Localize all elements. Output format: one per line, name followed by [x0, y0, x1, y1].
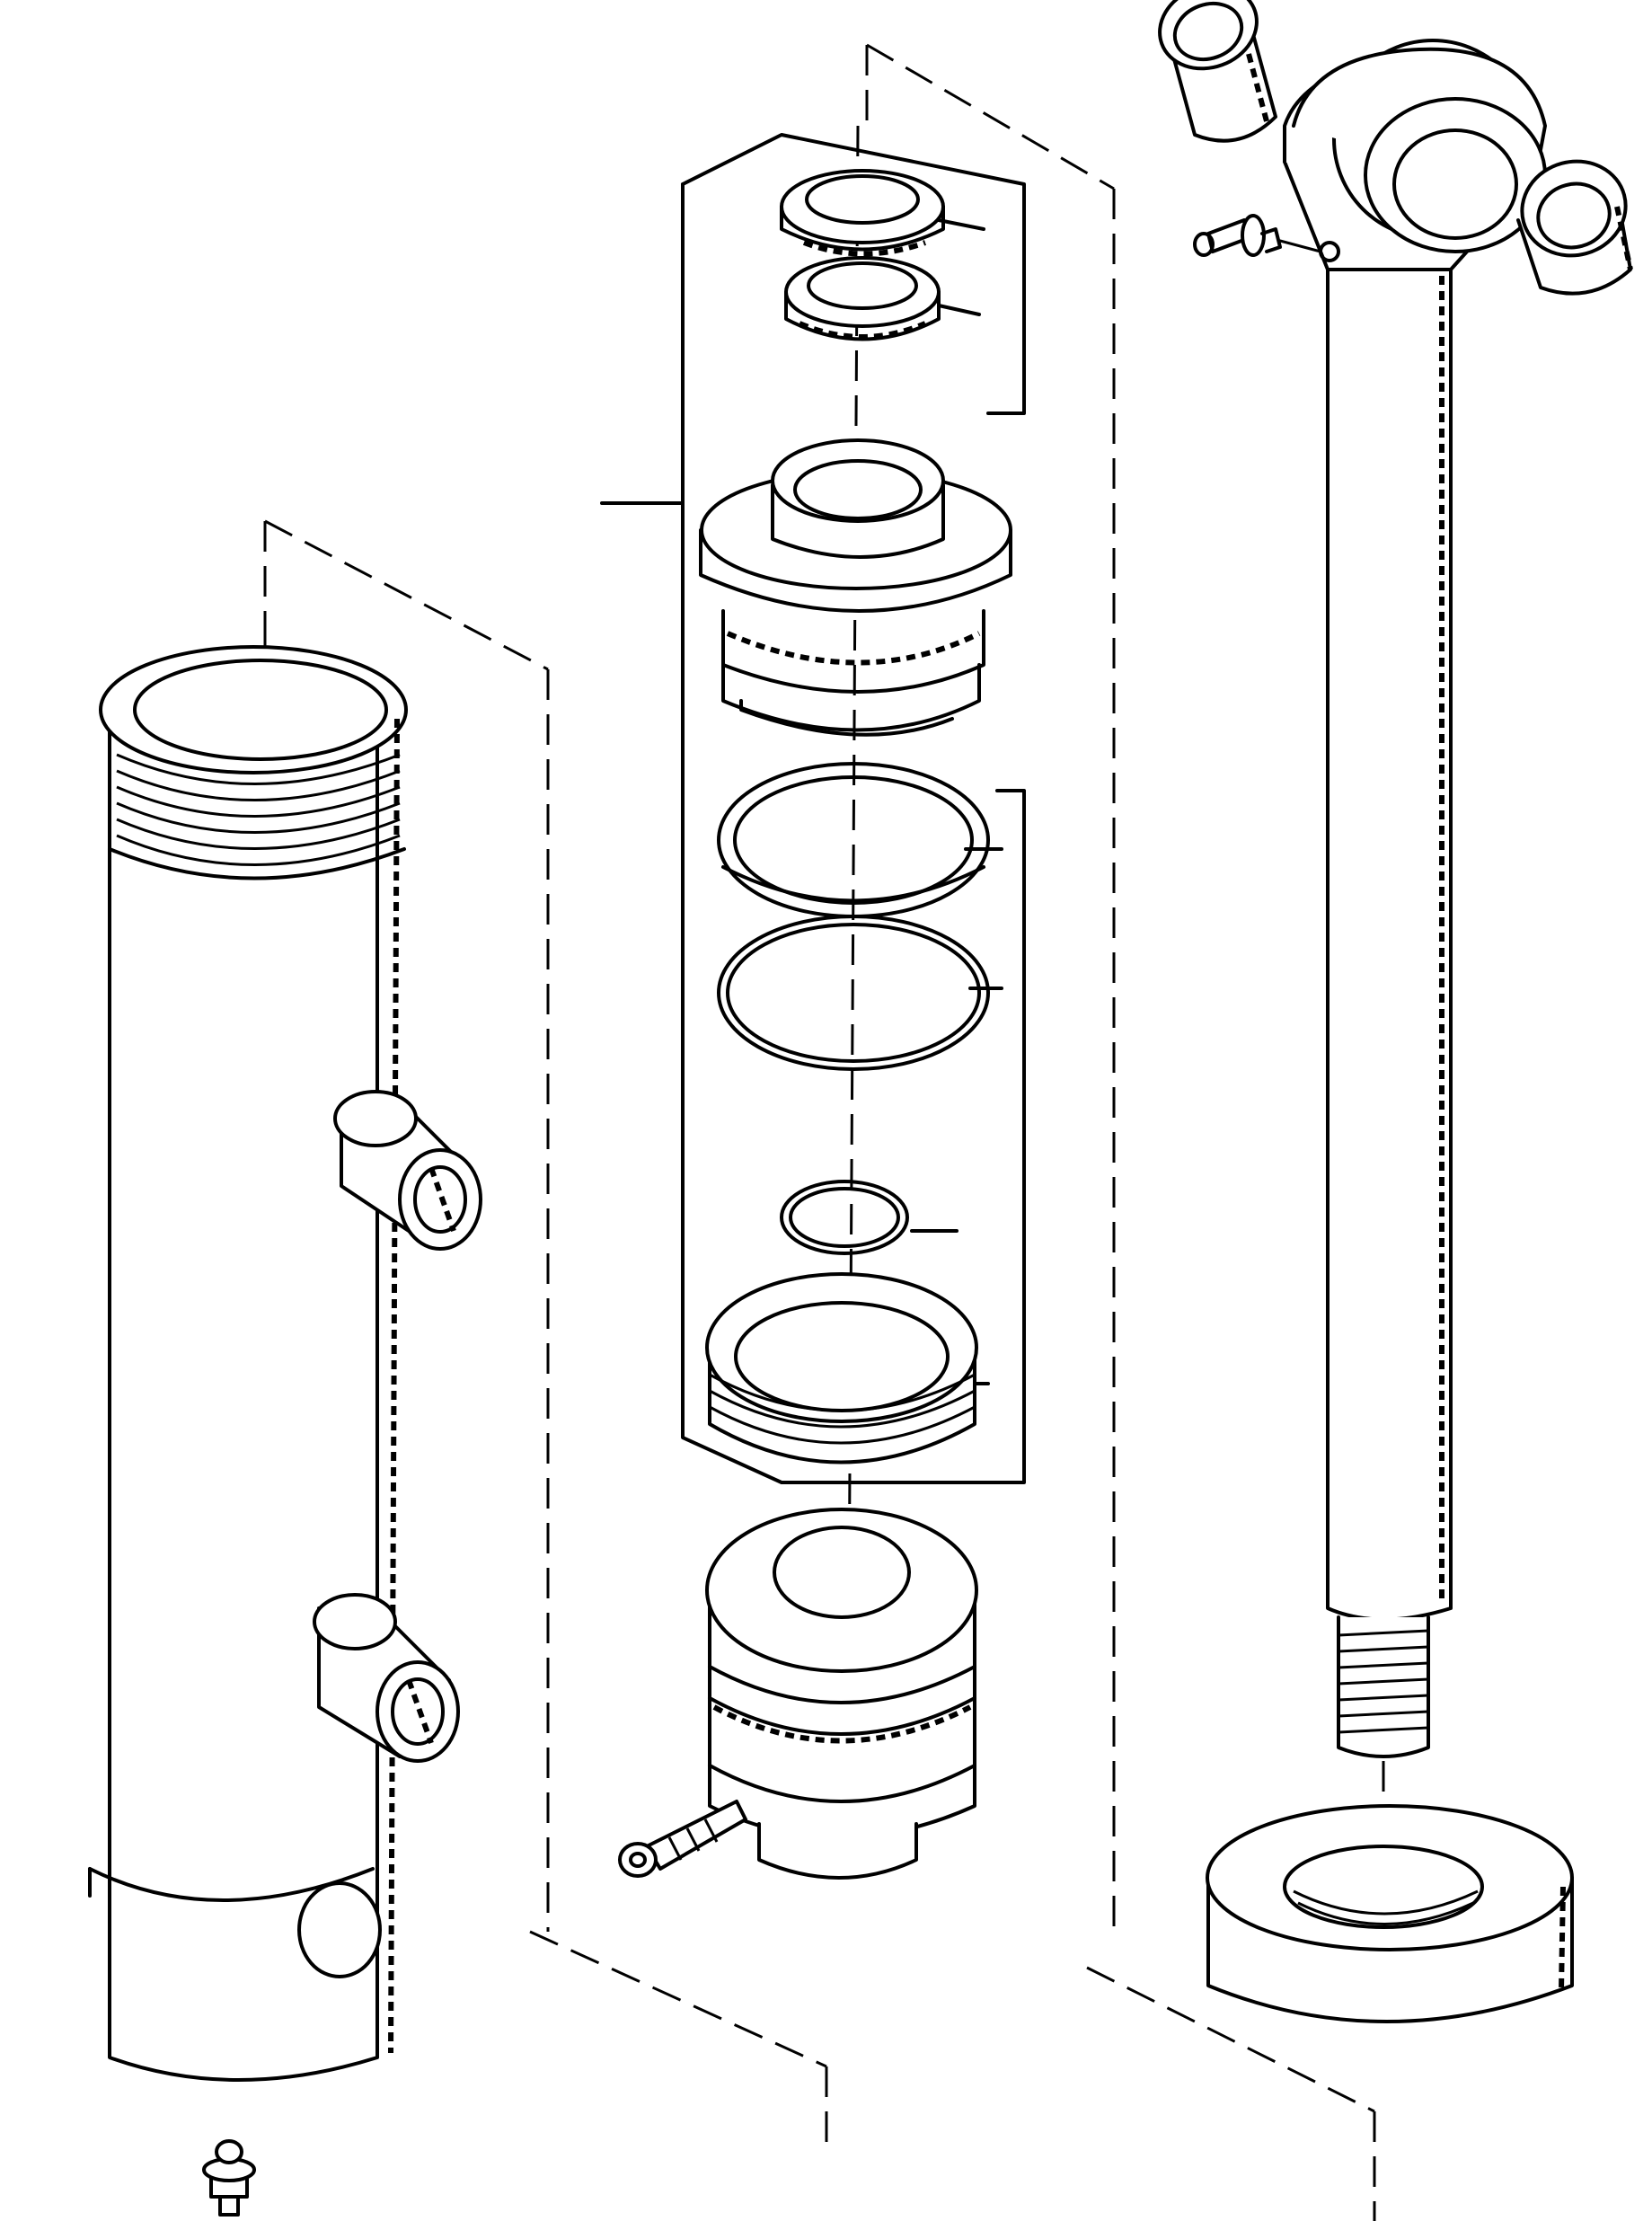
rod-seal-icon: [784, 256, 941, 341]
o-ring-small-icon: [780, 1180, 909, 1255]
barrel-port-top: [333, 1090, 482, 1251]
grease-fitting-icon: [202, 2139, 256, 2217]
piston-icon: [705, 1508, 978, 1880]
barrel-port-bottom: [313, 1593, 460, 1763]
set-screw-icon: [618, 1800, 747, 1878]
piston-seal-icon: [705, 1272, 978, 1464]
rod-grease-fitting: [1193, 214, 1322, 257]
piston-rod-icon: [1193, 39, 1547, 1758]
gland-icon: [699, 438, 1012, 737]
nut-icon: [1206, 1804, 1574, 2023]
o-ring-large-icon: [717, 915, 990, 1071]
rod-bushing-right-icon: [1516, 159, 1633, 296]
assembly-guide-lines: [261, 43, 1385, 2221]
wiper-seal-icon: [780, 169, 945, 257]
cylinder-barrel-icon: [88, 645, 482, 2217]
rod-bushing-icon: [1158, 0, 1277, 143]
